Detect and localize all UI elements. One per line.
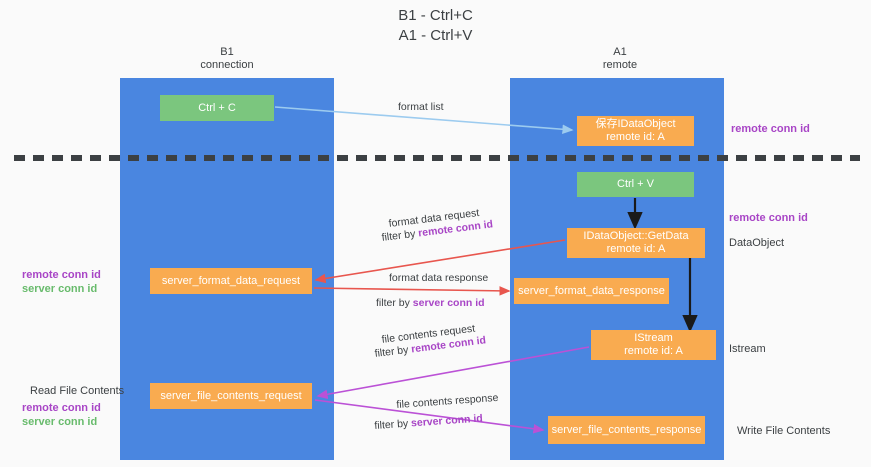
box-istream-line1: IStream [634,332,673,344]
label-dataobject: DataObject [729,237,785,249]
box-ctrl-c[interactable]: Ctrl + C [160,95,274,121]
page-title: B1 - Ctrl+C A1 - Ctrl+V [0,6,871,46]
column-header-a1-name: A1 [613,46,627,58]
box-idataobject-getdata[interactable]: IDataObject::GetData remote id: A [567,228,705,258]
caption-format-data-response-filter: filter by server conn id [376,297,485,310]
box-ctrl-v[interactable]: Ctrl + V [577,172,694,197]
column-header-b1-role: connection [200,59,254,71]
box-server-file-contents-request[interactable]: server_file_contents_request [150,383,312,409]
caption-format-list: format list [398,101,444,113]
caption-format-data-response: format data response [389,272,489,284]
box-server-format-data-request-label: server_format_data_request [161,274,301,287]
column-header-a1: A1 remote [540,46,700,72]
label-left-remote-conn-id: remote conn id [22,269,101,281]
box-server-format-data-response-label: server_format_data_response [518,284,665,297]
label-left-server-conn-id-2: server conn id [22,416,98,428]
box-server-file-contents-response[interactable]: server_file_contents_response [548,416,705,444]
column-header-b1-name: B1 [220,46,234,58]
title-line-1: B1 - Ctrl+C [398,7,473,24]
box-ctrl-c-label: Ctrl + C [198,101,236,114]
box-istream[interactable]: IStream remote id: A [591,330,716,360]
label-left-remote-conn-id-2: remote conn id [22,402,101,414]
caption-filter-prefix-4: filter by [374,417,412,432]
box-ctrl-v-label: Ctrl + V [617,178,654,190]
caption-file-contents-response: file contents response [396,391,499,411]
box-server-file-contents-response-label: server_file_contents_response [551,423,702,436]
label-istream: Istream [729,343,766,355]
connector-format-data-response [313,286,511,296]
label-remote-conn-id-top: remote conn id [731,123,810,135]
label-left-conn-ids: remote conn id server conn id [22,268,101,296]
label-left-conn-ids-2: remote conn id server conn id [22,401,101,429]
box-istream-line2: remote id: A [624,345,683,357]
title-line-2: A1 - Ctrl+V [398,27,473,44]
label-remote-conn-id-mid: remote conn id [729,212,808,224]
box-server-format-data-response[interactable]: server_format_data_response [514,278,669,304]
label-read-file-contents: Read File Contents [30,385,125,397]
box-server-format-data-request[interactable]: server_format_data_request [150,268,312,294]
column-header-a1-role: remote [602,59,638,71]
caption-filter-prefix-2: filter by [376,297,413,309]
label-left-server-conn-id: server conn id [22,283,98,295]
caption-filter-prefix-1: filter by [381,227,419,244]
box-idataobject-line1: 保存IDataObject [595,118,676,130]
caption-server-conn-id-1: server conn id [412,297,485,309]
box-server-file-contents-request-label: server_file_contents_request [160,389,302,402]
box-getdata-line1: IDataObject::GetData [583,230,689,242]
column-header-b1: B1 connection [147,46,307,72]
caption-filter-prefix-3: filter by [374,343,412,360]
caption-file-contents-response-filter: filter by server conn id [374,412,483,433]
box-idataobject[interactable]: 保存IDataObject remote id: A [577,116,694,146]
section-divider [14,155,860,161]
box-getdata-line2: remote id: A [606,243,666,255]
box-idataobject-line2: remote id: A [606,131,665,143]
label-write-file-contents: Write File Contents [737,425,831,437]
caption-server-conn-id-2: server conn id [410,412,484,430]
